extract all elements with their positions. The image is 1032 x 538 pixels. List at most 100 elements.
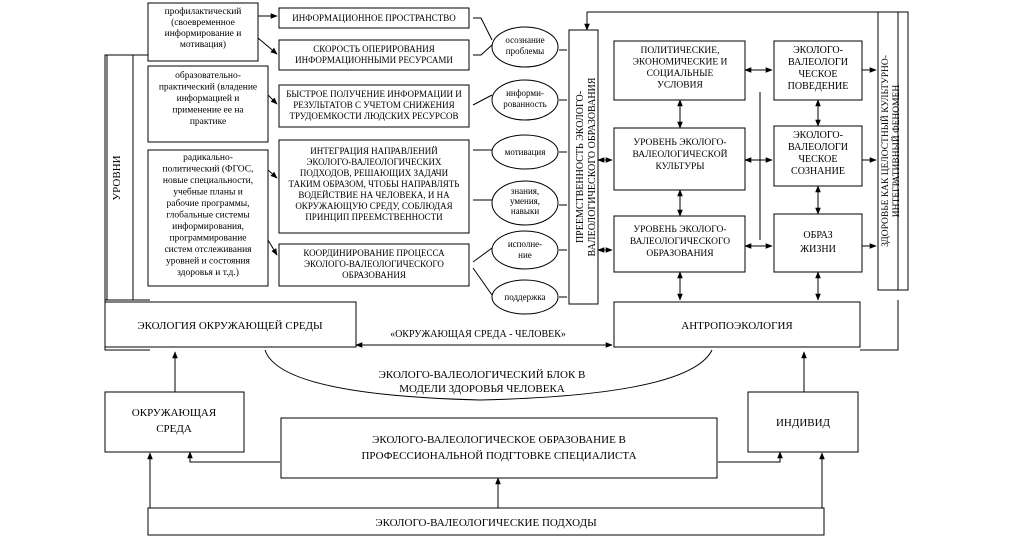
approaches-text: ЭКОЛОГО-ВАЛЕОЛОГИЧЕСКИЕ ПОДХОДЫ (375, 517, 597, 529)
t-fast-line: БЫСТРОЕ ПОЛУЧЕНИЕ ИНФОРМАЦИИ И (286, 89, 462, 99)
t-edul-line: ОБРАЗОВАНИЯ (646, 249, 714, 259)
fast-box (278, 84, 470, 128)
oval-motivation-text: мотивация (505, 147, 546, 157)
t-fast-line: РЕЗУЛЬТАТОВ С УЧЕТОМ СНИЖЕНИЯ (293, 100, 454, 110)
level-radical-box (147, 149, 269, 287)
t-block-line: МОДЕЛИ ЗДОРОВЬЯ ЧЕЛОВЕКА (399, 383, 565, 395)
integration-box (278, 139, 470, 234)
coord-box (278, 243, 470, 287)
oval-informed (491, 79, 559, 121)
t-cons-line: ЭКОЛОГО- (793, 130, 843, 141)
continuity-box (568, 29, 599, 305)
t-radical-line: информирования, (172, 221, 244, 232)
t-cons-line: ЧЕСКОЕ (798, 154, 837, 165)
t-block-line: ЭКОЛОГО-ВАЛЕОЛОГИЧЕСКИЙ БЛОК В (379, 369, 586, 381)
t-edu-line: образовательно- (175, 70, 241, 81)
t-radical-line: учебные планы и (173, 187, 243, 198)
level-radical-text: радикально-политический (ФГОС,новые спец… (163, 153, 254, 278)
t-beh-line: ПОВЕДЕНИЕ (788, 81, 849, 92)
oval-support (491, 279, 559, 315)
t-edu-line: практике (190, 117, 226, 127)
t-ov5-line: исполне- (508, 239, 542, 249)
t-profedu-line: ПРОФЕССИОНАЛЬНОЙ ПОДГТОВКЕ СПЕЦИАЛИСТА (361, 450, 636, 462)
t-env-line: СРЕДА (156, 423, 192, 435)
continuity-text: ПРЕЕМСТВЕННОСТЬ ЭКОЛОГО-ВАЛЕОЛОГИЧЕСКОГО… (575, 77, 598, 256)
t-cult-line: УРОВЕНЬ ЭКОЛОГО- (633, 138, 726, 148)
t-beh-line: ЭКОЛОГО- (793, 45, 843, 56)
ecology-env-text: ЭКОЛОГИЯ ОКРУЖАЮЩЕЙ СРЕДЫ (137, 320, 323, 332)
culture-box (613, 127, 746, 191)
environment-box (104, 391, 245, 453)
t-radical-line: глобальные системы (166, 210, 250, 221)
oval-informed-text: информи-рованность (503, 88, 547, 109)
t-radical-line: уровней и состояния (166, 256, 251, 267)
t-edul-line: УРОВЕНЬ ЭКОЛОГО- (633, 225, 726, 235)
speed-box (278, 39, 470, 71)
ecology-row: ЭКОЛОГИЯ ОКРУЖАЮЩЕЙ СРЕДЫ «ОКРУЖАЮЩАЯ СР… (104, 301, 861, 395)
info-space-box (278, 7, 470, 29)
t-radical-line: здоровья и т.д.) (177, 267, 239, 278)
level-prof-box (147, 2, 259, 62)
oval-support-text: поддержка (504, 292, 545, 302)
t-pol-line: УСЛОВИЯ (657, 81, 703, 91)
ecology-env-box (104, 301, 357, 348)
oval-awareness (491, 26, 559, 68)
t-cult-line: ВАЛЕОЛОГИЧЕСКОЙ (632, 148, 727, 160)
levels-title-box (106, 54, 134, 301)
health-text: ЗДОРОВЬЕ КАК ЦЕЛОСТНЫЙ КУЛЬТУРНО-ИНТЕГРА… (879, 55, 902, 247)
oval-knowledge-text: знания,умения,навыки (510, 186, 540, 216)
t-beh-line: ЧЕСКОЕ (798, 69, 837, 80)
t-prof-line: информирование и (165, 28, 242, 39)
t-life-line: ЖИЗНИ (800, 244, 836, 255)
edu-level-box (613, 215, 746, 273)
continuity-group: ПРЕЕМСТВЕННОСТЬ ЭКОЛОГО-ВАЛЕОЛОГИЧЕСКОГО… (568, 29, 599, 305)
t-integr-line: ЭКОЛОГО-ВАЛЕОЛОГИЧЕСКИХ (306, 157, 442, 167)
health-box (877, 11, 899, 291)
t-pol-line: СОЦИАЛЬНЫЕ (647, 69, 714, 79)
t-cont-line: ПРЕЕМСТВЕННОСТЬ ЭКОЛОГО- (575, 91, 586, 243)
t-ov4-line: умения, (510, 196, 540, 206)
t-cons-line: СОЗНАНИЕ (791, 166, 845, 177)
t-prof-line: (своевременное (171, 17, 235, 28)
t-radical-line: систем отслеживания (164, 245, 252, 255)
oval-motivation (491, 134, 559, 170)
consciousness-box (773, 125, 863, 187)
culture-text: УРОВЕНЬ ЭКОЛОГО-ВАЛЕОЛОГИЧЕСКОЙ КУЛЬТУРЫ (632, 138, 727, 172)
t-edu-line: применение ее на (172, 106, 244, 116)
t-speed-line: ИНФОРМАЦИОННЫМИ РЕСУРСАМИ (295, 55, 453, 65)
approaches-box (147, 507, 825, 536)
t-ov2-line: рованность (503, 99, 547, 109)
t-ov5-line: ние (518, 250, 532, 260)
t-pol-line: ПОЛИТИЧЕСКИЕ, (641, 46, 720, 56)
anthropoecology-box (613, 301, 861, 348)
t-cons-line: ВАЛЕОЛОГИ (788, 142, 848, 153)
t-cont-line: ВАЛЕОЛОГИЧЕСКОГО ОБРАЗОВАНИЯ (587, 77, 598, 256)
t-integr-line: ВОДЕЙСТВИЕ НА ЧЕЛОВЕКА, И НА (298, 190, 450, 200)
t-coord-line: КООРДИНИРОВАНИЕ ПРОЦЕССА (303, 248, 445, 258)
t-speed-line: СКОРОСТЬ ОПЕРИРОВАНИЯ (313, 44, 434, 54)
t-integr-line: ПОДХОДОВ, РЕШАЮЩИХ ЗАДАЧИ (300, 168, 449, 178)
oval-execution-text: исполне-ние (508, 239, 542, 260)
t-radical-line: новые специальности, (163, 176, 253, 186)
t-cult-line: КУЛЬТУРЫ (655, 162, 704, 172)
t-integr-line: ПРИНЦИП ПРЕЕМСТВЕННОСТИ (305, 212, 443, 222)
t-ov1-line: осознание (505, 35, 544, 45)
t-ov6-line: поддержка (504, 292, 545, 302)
individual-box (747, 391, 859, 453)
oval-execution (491, 230, 559, 270)
t-edu-line: информацией и (177, 93, 240, 104)
t-radical-line: политический (ФГОС, (163, 164, 254, 175)
t-edu-line: практический (владение (159, 82, 257, 93)
